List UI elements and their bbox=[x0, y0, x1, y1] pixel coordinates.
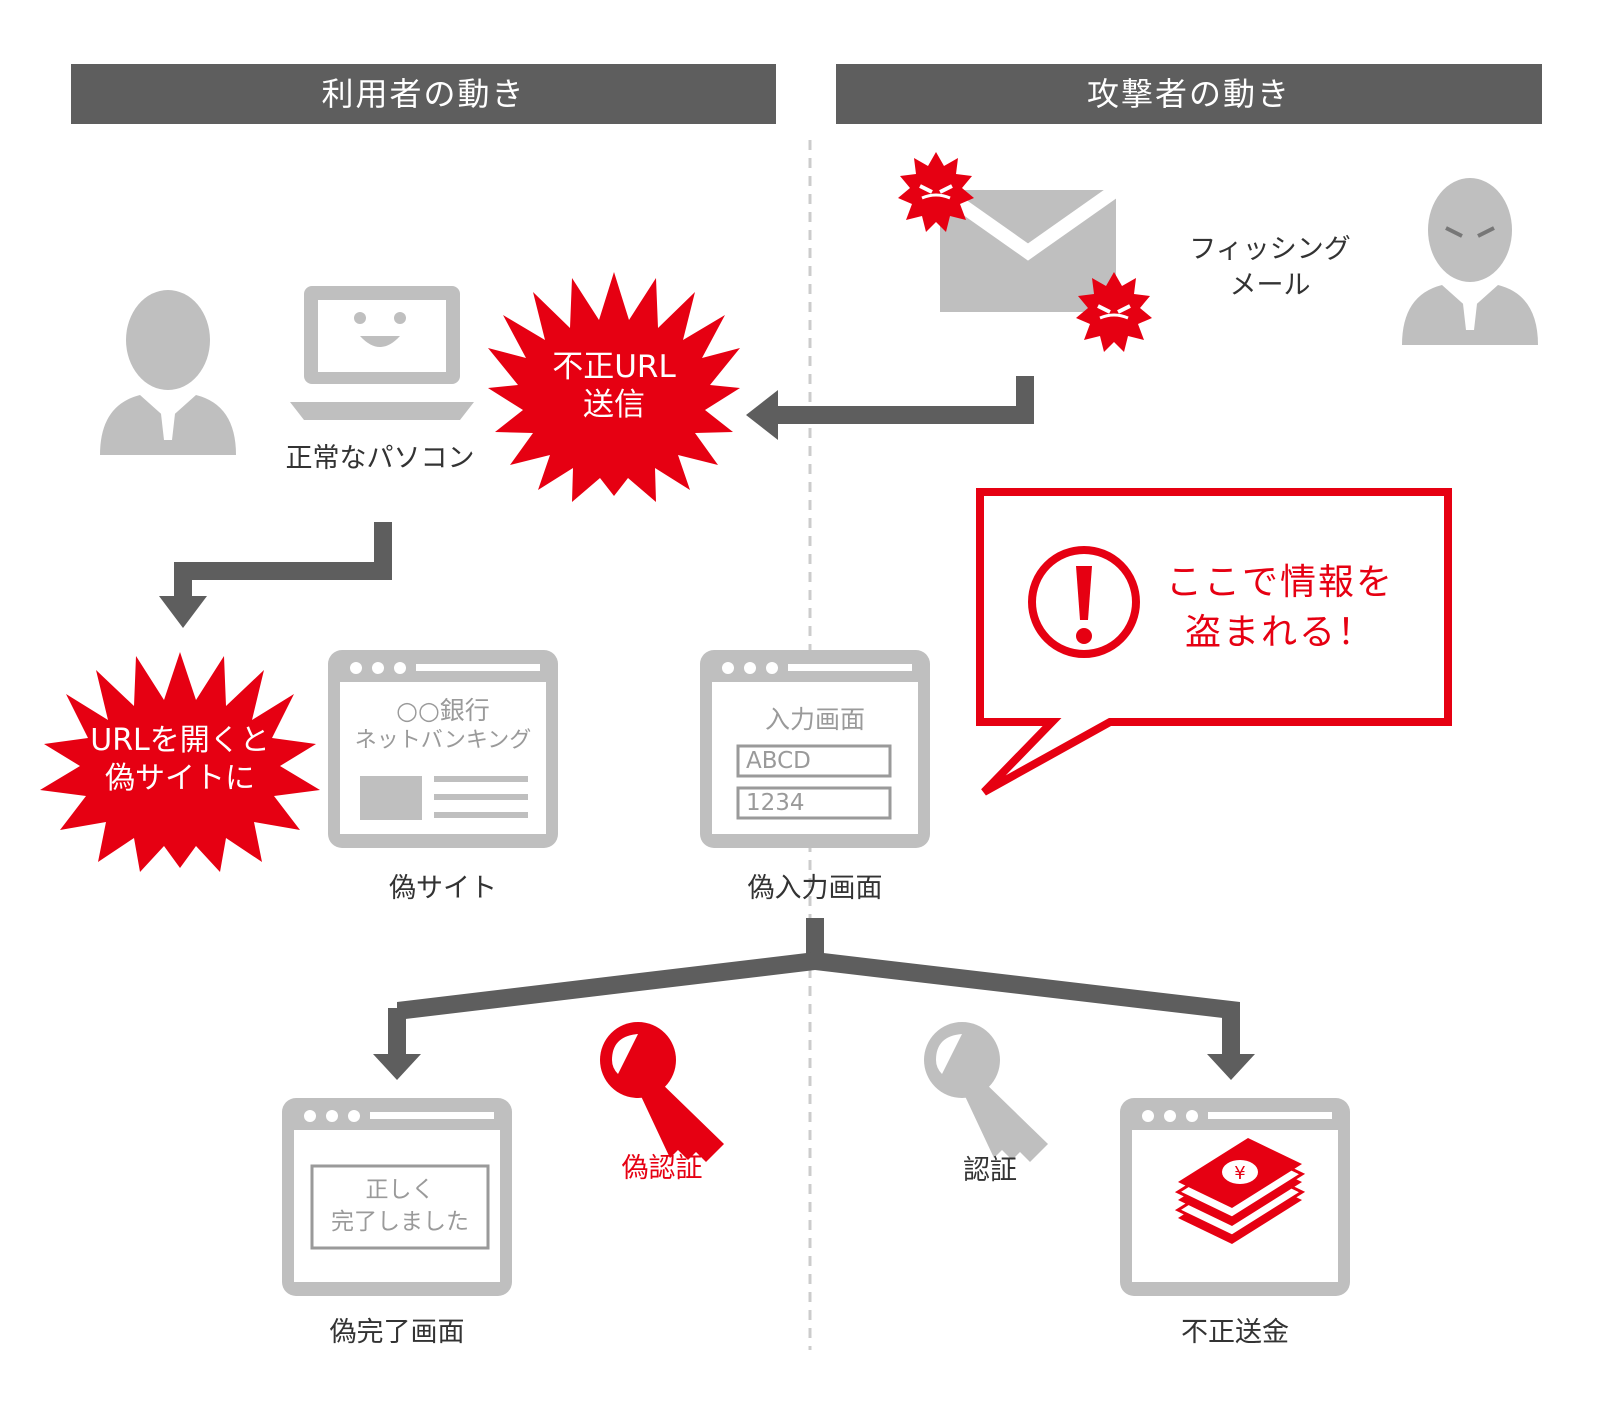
label-normal-pc: 正常なパソコン bbox=[285, 443, 475, 474]
complete-line2: 完了しました bbox=[331, 1209, 469, 1235]
bubble-line2: 盗まれる！ bbox=[1184, 612, 1375, 653]
field1-value: ABCD bbox=[746, 748, 811, 774]
key-icon bbox=[924, 1022, 1048, 1162]
label-fake-input: 偽入力画面 bbox=[747, 873, 883, 904]
user-icon bbox=[100, 290, 236, 455]
warning-icon bbox=[1028, 546, 1140, 658]
burst-open-url bbox=[40, 652, 320, 872]
label-transfer: 不正送金 bbox=[1181, 1317, 1289, 1348]
complete-line1: 正しく bbox=[365, 1177, 435, 1203]
money-icon: ¥ bbox=[1174, 1138, 1306, 1244]
label-auth: 認証 bbox=[963, 1155, 1017, 1186]
virus-icon bbox=[898, 152, 974, 232]
burst-open-url-text: URLを開くと 偽サイトに bbox=[80, 722, 280, 798]
fake-complete-window bbox=[282, 1098, 512, 1296]
header-attacker: 攻撃者の動き bbox=[836, 64, 1542, 124]
bank-name: ○○銀行 bbox=[396, 696, 490, 725]
bubble-line1: ここで情報を bbox=[1165, 562, 1394, 603]
arrow-mail-to-pc bbox=[746, 376, 1034, 440]
bubble-text: ここで情報を 盗まれる！ bbox=[1150, 558, 1410, 658]
virus-icon bbox=[1076, 272, 1152, 352]
burst-send-url-line2: 送信 bbox=[583, 387, 645, 423]
label-fake-site: 偽サイト bbox=[389, 873, 497, 904]
svg-text:¥: ¥ bbox=[1234, 1163, 1245, 1184]
fake-input-window bbox=[700, 650, 930, 848]
label-fake-auth: 偽認証 bbox=[621, 1153, 703, 1184]
mail-icon bbox=[935, 184, 1121, 312]
arrow-pc-to-site bbox=[159, 522, 392, 628]
bank-subtitle: ネットバンキング bbox=[354, 728, 532, 753]
label-phishing-mail: フィッシング メール bbox=[1160, 232, 1380, 304]
label-phishing-mail-line1: フィッシング bbox=[1189, 234, 1351, 265]
burst-send-url-line1: 不正URL bbox=[552, 349, 676, 385]
input-title: 入力画面 bbox=[764, 705, 865, 734]
burst-open-url-line1: URLを開くと bbox=[90, 723, 270, 758]
label-phishing-mail-line2: メール bbox=[1229, 270, 1311, 301]
header-user: 利用者の動き bbox=[71, 64, 776, 124]
laptop-icon bbox=[290, 286, 474, 420]
burst-open-url-line2: 偽サイトに bbox=[105, 761, 255, 796]
burst-send-url bbox=[488, 272, 740, 502]
complete-text: 正しく 完了しました bbox=[312, 1174, 488, 1238]
fake-site-window bbox=[328, 650, 558, 848]
label-fake-complete: 偽完了画面 bbox=[329, 1317, 465, 1348]
attacker-icon bbox=[1402, 178, 1538, 345]
arrow-branch bbox=[373, 918, 1255, 1080]
key-icon bbox=[600, 1022, 724, 1162]
field2-value: 1234 bbox=[746, 790, 805, 816]
burst-send-url-text: 不正URL 送信 bbox=[534, 348, 694, 424]
bank-text: ○○銀行 ネットバンキング bbox=[340, 696, 546, 756]
